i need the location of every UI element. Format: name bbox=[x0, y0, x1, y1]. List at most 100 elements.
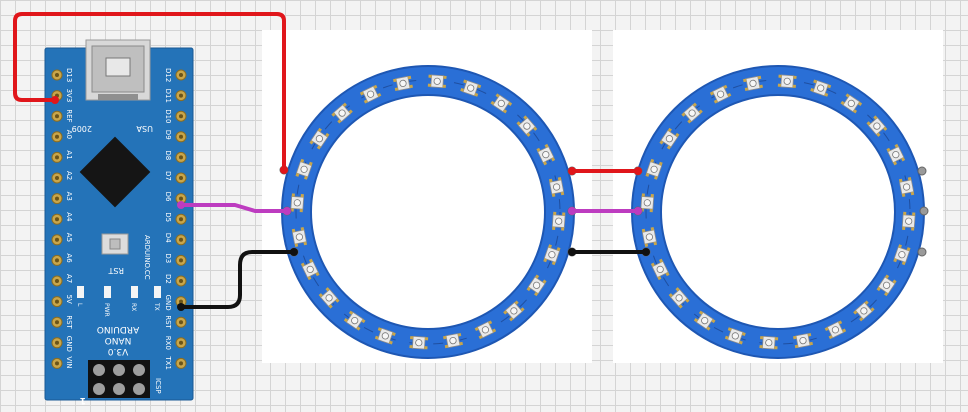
ring-led bbox=[543, 244, 561, 266]
pin-hole bbox=[55, 73, 59, 77]
pin-hole bbox=[179, 279, 183, 283]
wire-5v[interactable] bbox=[13, 12, 286, 172]
ring-led bbox=[309, 127, 330, 150]
ring-led bbox=[824, 320, 847, 340]
arduino-nano-board[interactable]: 2009 USA RST ARDUINO.CC L PWR RX TX ARDU… bbox=[44, 39, 194, 405]
ring-connection-pad[interactable] bbox=[919, 206, 929, 216]
nano-left-pin-label: REF bbox=[65, 109, 73, 122]
led-rx bbox=[131, 286, 138, 298]
nano-left-pin-label: VIN bbox=[65, 356, 73, 368]
nano-year-label: 2009 bbox=[72, 124, 92, 133]
ring-led bbox=[460, 79, 482, 97]
nano-icsp-label: ICSP bbox=[154, 378, 162, 394]
nano-pin1-label: 1 bbox=[80, 395, 86, 405]
ring-center-hole bbox=[660, 94, 896, 330]
led-tx bbox=[154, 286, 161, 298]
nano-left-pin-label: A1 bbox=[65, 150, 73, 159]
pin-hole bbox=[55, 299, 59, 304]
pin-hole bbox=[55, 279, 59, 283]
ring-led bbox=[295, 158, 313, 180]
ring-led bbox=[901, 211, 916, 231]
ring-led bbox=[551, 211, 566, 231]
nano-right-pin-label: D9 bbox=[164, 130, 172, 140]
ring-led bbox=[490, 93, 513, 114]
ring-led bbox=[300, 258, 320, 281]
wire-chain-ground-end-b bbox=[642, 248, 650, 256]
pin-hole bbox=[55, 361, 59, 366]
wire-gnd[interactable] bbox=[179, 250, 296, 309]
nano-right-pin-label: D3 bbox=[164, 253, 172, 263]
nano-right-pin-label: D4 bbox=[164, 233, 172, 243]
pin-hole bbox=[179, 114, 183, 119]
wire-chain-power-end-a bbox=[568, 167, 576, 175]
nano-right-pin-label: D8 bbox=[164, 150, 172, 160]
ring-led bbox=[893, 244, 911, 266]
reset-button[interactable] bbox=[101, 233, 129, 255]
neopixel-ring-1[interactable] bbox=[279, 65, 577, 359]
nano-left-pin-label: A0 bbox=[65, 130, 73, 139]
neopixel-ring-2[interactable] bbox=[631, 65, 929, 359]
pin-hole bbox=[179, 258, 183, 263]
pin-hole bbox=[179, 176, 183, 180]
ring-led bbox=[503, 300, 525, 322]
pin-hole bbox=[55, 176, 59, 180]
nano-rst-label: RST bbox=[108, 266, 124, 275]
ring-led bbox=[331, 102, 353, 124]
ring-led bbox=[693, 310, 716, 331]
ring-led bbox=[709, 84, 732, 104]
ring-led bbox=[853, 300, 875, 322]
nano-right-pin-label: D7 bbox=[164, 171, 172, 181]
nano-left-pin-label: GND bbox=[65, 336, 73, 352]
ring-led bbox=[650, 258, 670, 281]
nano-left-pin-label: A7 bbox=[65, 274, 73, 283]
nano-right-pin-label: D11 bbox=[164, 89, 172, 103]
nano-right-pin-label: RX0 bbox=[164, 336, 172, 350]
ring-led bbox=[443, 332, 463, 349]
ring-led bbox=[536, 143, 556, 166]
ring-led bbox=[743, 75, 763, 92]
wire-data[interactable] bbox=[179, 203, 289, 213]
ring-trace bbox=[295, 79, 561, 345]
pin-hole bbox=[179, 155, 183, 160]
nano-name-line-1: ARDUINO bbox=[97, 324, 139, 334]
ring-led bbox=[374, 327, 396, 345]
nano-name-line-3: V3.0 bbox=[107, 346, 128, 356]
nano-site-label: ARDUINO.CC bbox=[143, 235, 151, 280]
nano-right-pin-label: TX1 bbox=[164, 355, 172, 370]
nano-left-pin-label: RST bbox=[65, 315, 73, 329]
ring-led bbox=[810, 79, 832, 97]
nano-right-pin-label: D2 bbox=[164, 274, 172, 284]
nano-left-pin-label: A6 bbox=[65, 253, 73, 263]
ring-led bbox=[759, 335, 779, 350]
ring-connection-pad[interactable] bbox=[917, 247, 927, 257]
nano-left-pin-label: A3 bbox=[65, 192, 73, 201]
wire-data-end-ring bbox=[283, 207, 291, 215]
pin-hole bbox=[55, 237, 59, 242]
ring-led bbox=[668, 287, 690, 309]
pin-hole bbox=[55, 217, 59, 222]
ring-led bbox=[409, 335, 429, 350]
nano-left-pin-label: 5V bbox=[65, 295, 73, 304]
nano-led-label-l: L bbox=[76, 303, 83, 307]
pin-hole bbox=[55, 196, 59, 201]
led-l bbox=[77, 286, 84, 298]
wire-5v-end-nano bbox=[51, 96, 59, 104]
ring-led bbox=[640, 193, 655, 213]
nano-usa-label: USA bbox=[136, 124, 153, 133]
ring-connection-pad[interactable] bbox=[917, 166, 927, 176]
pin-hole bbox=[179, 73, 183, 77]
wire-5v-end-ring bbox=[280, 166, 288, 174]
pin-hole bbox=[55, 340, 59, 345]
ring-trace bbox=[645, 79, 911, 345]
ring-led bbox=[840, 93, 863, 114]
wire-gnd-end-nano bbox=[177, 303, 185, 311]
icsp-header bbox=[88, 360, 150, 398]
pin-hole bbox=[55, 114, 59, 119]
ring-led bbox=[516, 115, 538, 137]
nano-right-pin-label: RST bbox=[164, 315, 172, 329]
nano-right-pin-label: D5 bbox=[164, 212, 172, 222]
ring-center-hole bbox=[310, 94, 546, 330]
nano-left-pin-label: D13 bbox=[65, 68, 73, 82]
led-pwr bbox=[104, 286, 111, 298]
